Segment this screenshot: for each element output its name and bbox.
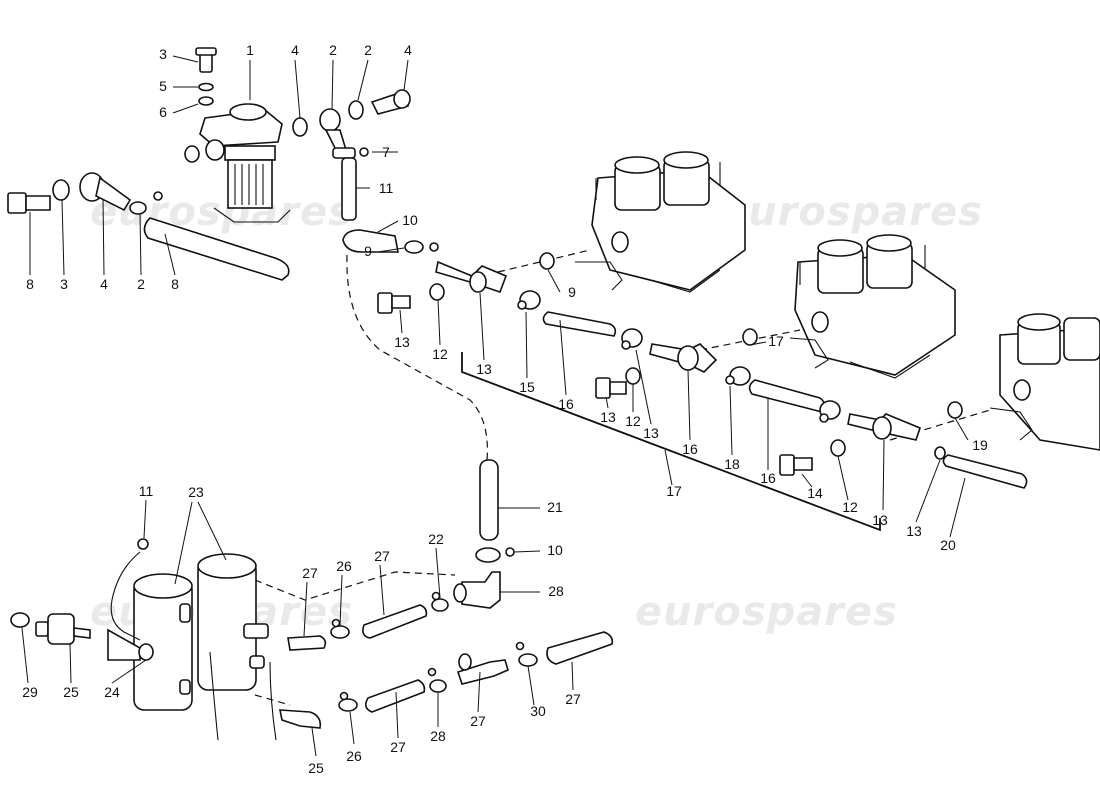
callout-label: 10 <box>547 542 563 558</box>
callout-label: 15 <box>519 379 535 395</box>
callout-label: 13 <box>643 425 659 441</box>
callout-label: 11 <box>139 483 154 499</box>
callout-label: 17 <box>768 333 784 349</box>
callout-label: 4 <box>404 42 412 58</box>
lower-hose-fittings <box>287 459 515 651</box>
carburettor-3 <box>989 313 1100 451</box>
callout-label: 10 <box>402 212 418 228</box>
callout-label: 30 <box>530 703 546 719</box>
callout-label: 1 <box>246 42 254 58</box>
callout-label: 27 <box>302 565 318 581</box>
callout-label: 4 <box>291 42 299 58</box>
callout-label: 12 <box>625 413 641 429</box>
carburettor-2 <box>789 234 956 379</box>
watermark-1: eurospares <box>90 189 353 235</box>
carburettor-1 <box>575 151 746 293</box>
callout-label: 25 <box>308 760 324 776</box>
callout-label: 27 <box>565 691 581 707</box>
callout-label: 25 <box>63 684 79 700</box>
callout-label: 8 <box>171 276 179 292</box>
callout-label: 6 <box>159 104 167 120</box>
watermark-group: eurospares eurospares eurospares eurospa… <box>90 189 983 635</box>
mounting-parts-24-25 <box>10 612 91 645</box>
fuel-rail-parts <box>377 252 1028 489</box>
callout-label: 22 <box>428 531 444 547</box>
callout-label: 29 <box>22 684 38 700</box>
callout-label: 28 <box>430 728 446 744</box>
hose-9-upper <box>342 229 439 254</box>
callout-label: 17 <box>666 483 682 499</box>
banjo-fitting-upper <box>292 89 411 221</box>
callout-label: 13 <box>600 409 616 425</box>
callout-label: 21 <box>547 499 563 515</box>
callout-label: 7 <box>382 144 390 160</box>
callout-label: 13 <box>394 334 410 350</box>
fuel-filter-assembly <box>184 47 291 223</box>
callout-label: 2 <box>329 42 337 58</box>
callout-label: 8 <box>26 276 34 292</box>
callout-label: 26 <box>336 558 352 574</box>
callout-label: 28 <box>548 583 564 599</box>
callout-label: 27 <box>470 713 486 729</box>
callout-label: 3 <box>60 276 68 292</box>
callout-label: 13 <box>906 523 922 539</box>
callout-label: 5 <box>159 78 167 94</box>
callout-label: 16 <box>682 441 698 457</box>
callout-label: 26 <box>346 748 362 764</box>
callout-label: 16 <box>760 470 776 486</box>
left-fitting-chain <box>7 172 290 281</box>
callout-label: 11 <box>379 180 394 196</box>
callout-label: 20 <box>940 537 956 553</box>
watermark-4: eurospares <box>635 589 898 635</box>
callout-label: 9 <box>364 243 372 259</box>
callout-label: 2 <box>137 276 145 292</box>
callout-label: 13 <box>872 512 888 528</box>
callout-label: 18 <box>724 456 740 472</box>
callout-label: 3 <box>159 46 167 62</box>
callout-label: 13 <box>476 361 492 377</box>
callout-label: 9 <box>568 284 576 300</box>
callout-label: 19 <box>972 437 988 453</box>
callout-label: 23 <box>188 484 204 500</box>
callout-label: 27 <box>390 739 406 755</box>
callout-label: 12 <box>432 346 448 362</box>
callout-label: 4 <box>100 276 108 292</box>
callout-label: 24 <box>104 684 120 700</box>
callout-label: 27 <box>374 548 390 564</box>
callout-label: 12 <box>842 499 858 515</box>
electric-fuel-pumps <box>107 538 614 741</box>
group-bracket-14 <box>461 352 881 532</box>
watermark-2: eurospares <box>720 189 983 235</box>
callout-label: 16 <box>558 396 574 412</box>
callout-label: 2 <box>364 42 372 58</box>
leader-lines <box>21 55 969 757</box>
callout-label: 14 <box>807 485 823 501</box>
